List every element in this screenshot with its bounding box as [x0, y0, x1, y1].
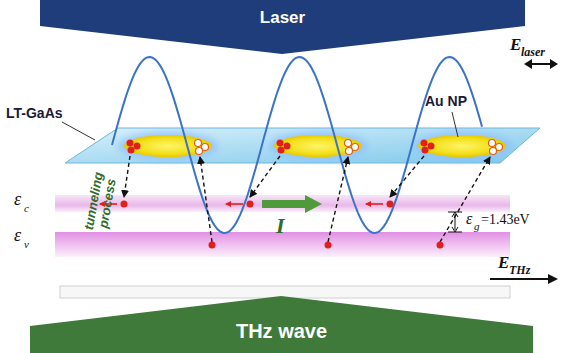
laser-field-arrow	[524, 59, 558, 69]
au-nanoparticles	[118, 131, 512, 161]
arrow-label: THz wave	[30, 320, 533, 343]
thz-arrow: THz wave	[30, 296, 533, 353]
arrow-fill	[40, 0, 525, 54]
laser-wave	[112, 57, 482, 233]
field-subscript: THz	[509, 264, 530, 277]
arrow-label: Laser	[40, 8, 525, 28]
gap-value: =1.43eV	[481, 212, 530, 227]
band-symbol: ε	[14, 190, 21, 210]
substrate-strip	[60, 286, 510, 298]
gap-subscript: g	[474, 220, 480, 232]
gap-marker	[448, 212, 462, 232]
electrons	[127, 140, 435, 154]
conduction-band	[55, 195, 510, 212]
laser-arrow: Laser	[40, 0, 525, 54]
band-subscript: c	[24, 202, 29, 214]
current-arrow	[262, 195, 322, 213]
drift-arrows	[100, 203, 383, 205]
current-symbol: I	[276, 214, 285, 238]
holes	[195, 140, 503, 155]
field-subscript: laser	[521, 46, 545, 59]
particle-label: Au NP	[425, 94, 467, 109]
gap-symbol: ε	[466, 210, 472, 228]
leader-line	[62, 122, 95, 140]
field-symbol: E	[510, 36, 521, 55]
band-symbol: ε	[14, 226, 21, 246]
transition-arrows	[124, 156, 490, 242]
arrow-fill	[30, 296, 533, 353]
field-symbol: E	[498, 254, 509, 273]
leader-line	[452, 112, 458, 137]
material-label: LT-GaAs	[6, 106, 63, 121]
band-subscript: v	[24, 238, 29, 250]
lt-gaas-slab	[65, 128, 540, 163]
